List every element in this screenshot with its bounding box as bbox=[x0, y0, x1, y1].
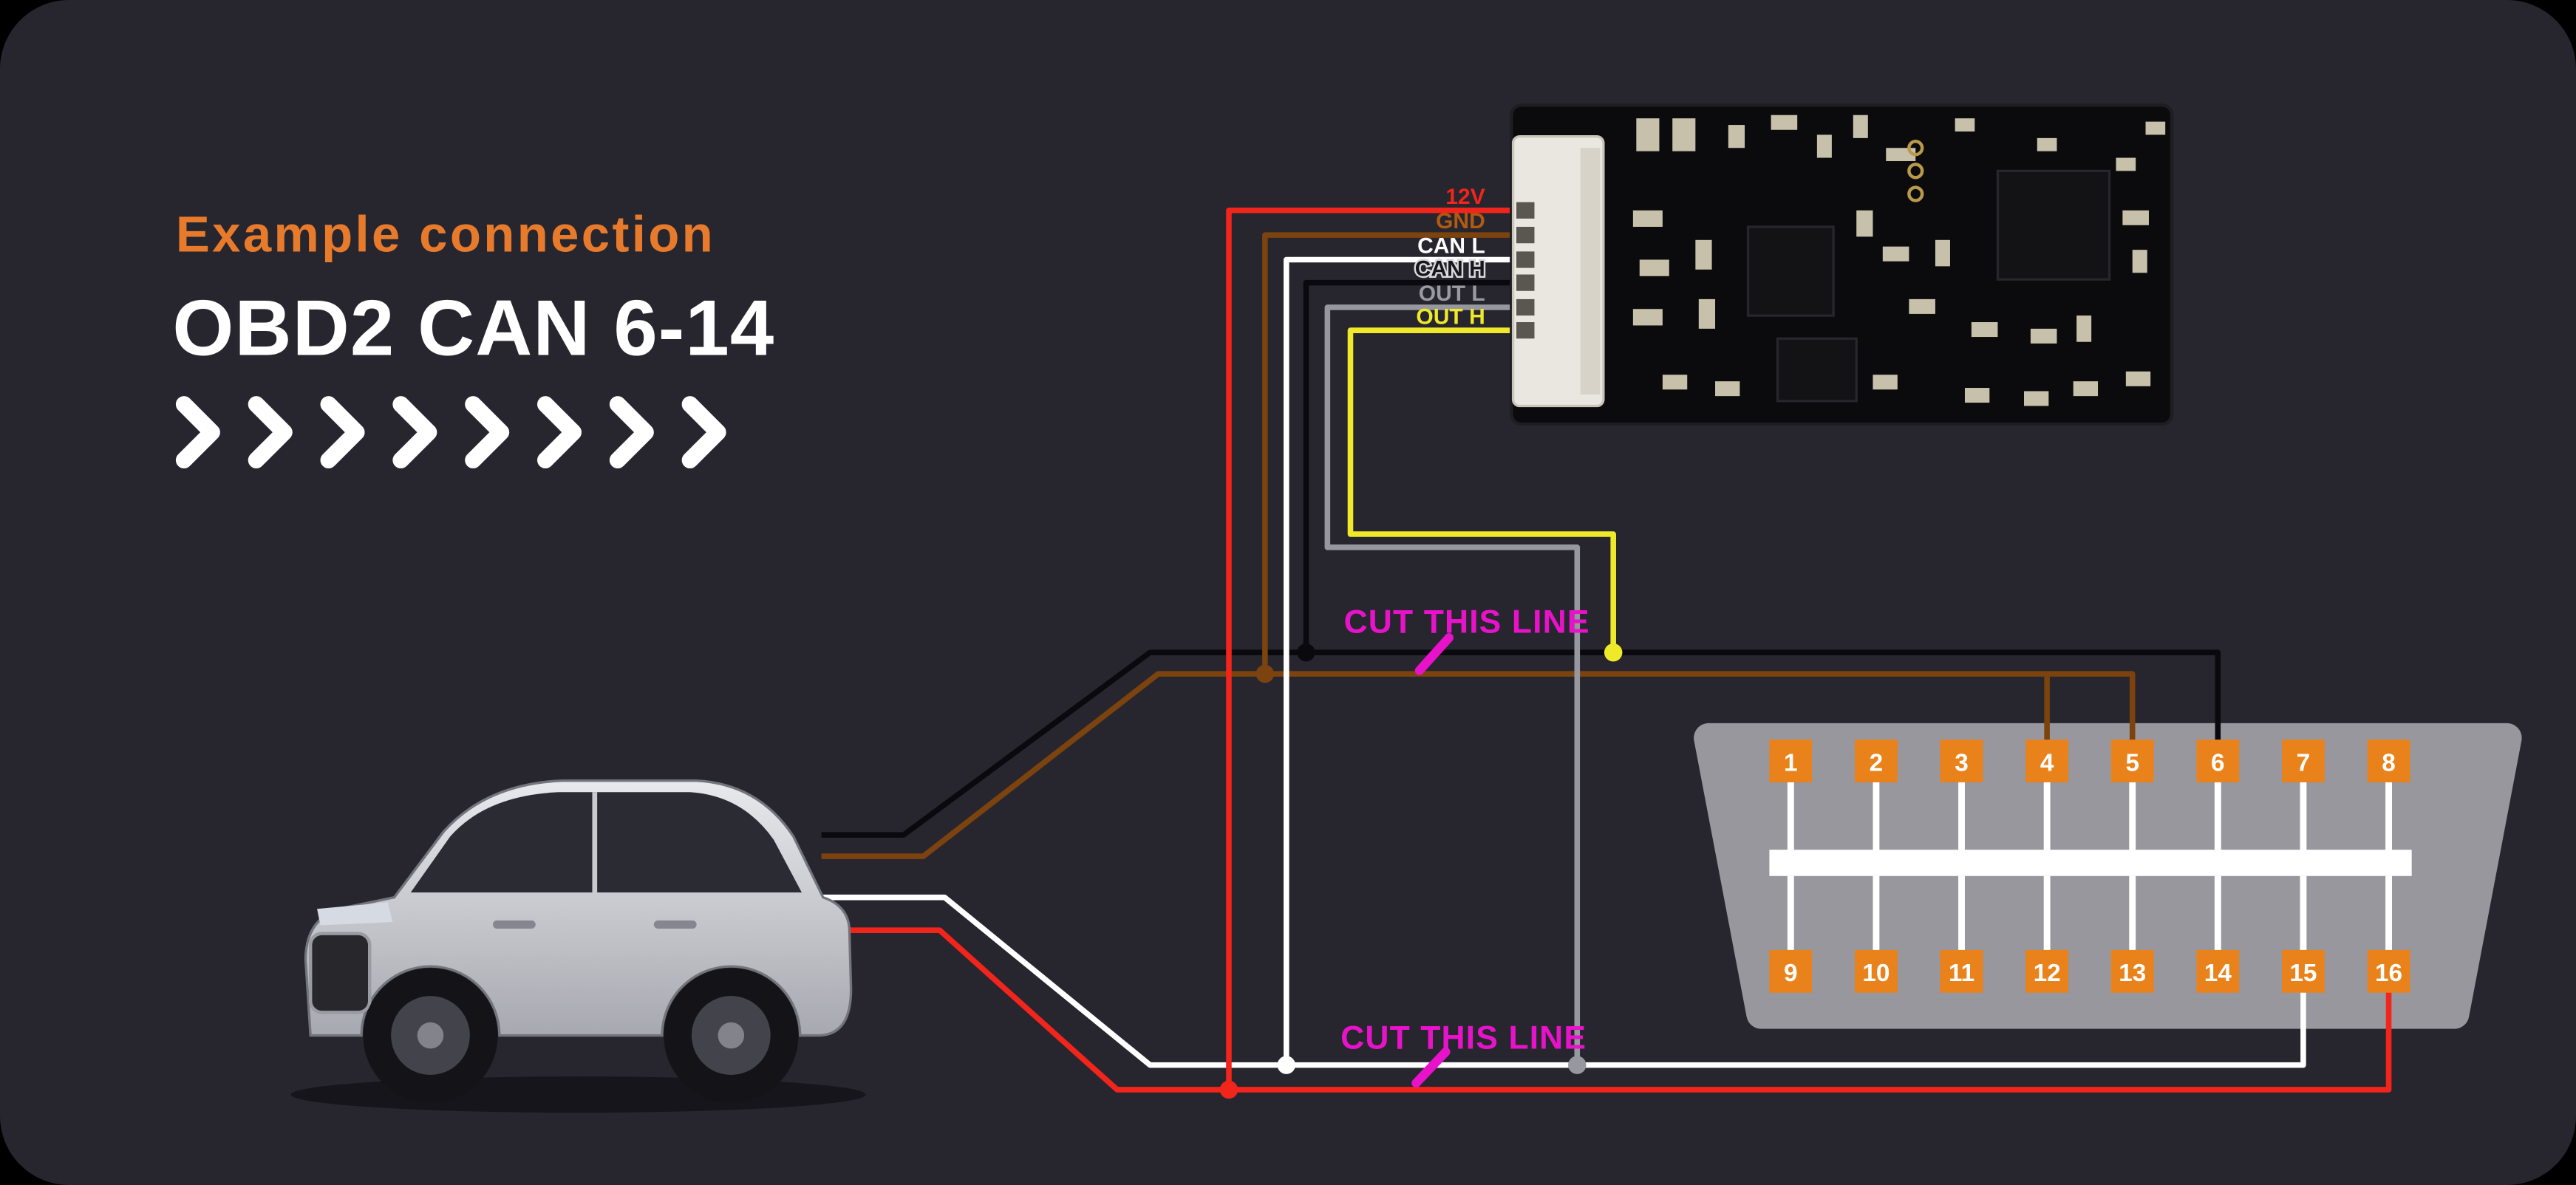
obd2-pin-9 bbox=[1769, 949, 1813, 993]
obd2-pins: 1 2 3 4 5 6 7 8 9 10 11 12 13 14 15 16 bbox=[1769, 740, 2410, 993]
obd2-connector bbox=[1694, 723, 2522, 1029]
obd2-pin-12 bbox=[2025, 949, 2069, 993]
chevron-icon bbox=[609, 396, 654, 469]
wire-can-l-bus bbox=[821, 894, 2306, 1068]
label-out-l: OUT L bbox=[1419, 281, 1485, 306]
junction-dot-12v bbox=[1219, 1080, 1238, 1099]
junction-dot-can-l bbox=[1277, 1056, 1296, 1074]
obd2-pin-16 bbox=[2367, 949, 2410, 993]
pcb-connector-edge bbox=[1580, 148, 1601, 395]
obd2-pin-15 bbox=[2282, 949, 2325, 993]
car-grille bbox=[308, 932, 372, 1014]
pcb-chip-secondary bbox=[1746, 225, 1835, 317]
chevron-icon bbox=[536, 396, 582, 469]
car-rear-hub bbox=[718, 1022, 745, 1049]
obd2-pin-8 bbox=[2367, 740, 2410, 782]
cut-mark-top bbox=[1414, 633, 1454, 675]
junction-dot-out-h bbox=[1604, 643, 1623, 662]
junction-dot-can-h bbox=[1297, 643, 1315, 662]
pcb-components bbox=[1632, 115, 2166, 406]
car-door-handle bbox=[653, 920, 697, 929]
cut-annotations: CUT THIS LINE CUT THIS LINE bbox=[1340, 604, 1590, 1088]
wire-gnd-bus bbox=[821, 671, 2136, 859]
label-out-h: OUT H bbox=[1416, 304, 1485, 329]
obd2-pin-12-number: 12 bbox=[2034, 960, 2061, 987]
wires bbox=[821, 207, 2392, 1093]
obd2-pin-5 bbox=[2110, 740, 2154, 782]
label-can-l: CAN L bbox=[1417, 234, 1485, 259]
wire-out-h bbox=[1347, 327, 1616, 653]
car-windows bbox=[410, 792, 802, 893]
obd2-pin-3 bbox=[1940, 740, 1983, 782]
wire-can-h-bus bbox=[821, 649, 2221, 838]
pcb-chip-small bbox=[1776, 337, 1858, 403]
obd2-pin-14 bbox=[2196, 949, 2240, 993]
obd2-pin-4 bbox=[2025, 740, 2069, 782]
obd2-pin-3-number: 3 bbox=[1955, 749, 1969, 776]
obd2-pin-11-number: 11 bbox=[1949, 960, 1974, 987]
wire-can-h bbox=[1303, 279, 1519, 653]
page-title: OBD2 CAN 6-14 bbox=[172, 284, 774, 372]
chevron-icon bbox=[175, 396, 220, 469]
chevron-icon bbox=[392, 396, 437, 469]
wire-12v-bus bbox=[821, 927, 2392, 1093]
label-12v: 12V bbox=[1445, 185, 1485, 209]
car-headlight bbox=[317, 902, 393, 926]
obd2-pin-4-number: 4 bbox=[2040, 749, 2054, 776]
junction-dot-out-l bbox=[1568, 1056, 1587, 1074]
obd2-pin-6 bbox=[2196, 740, 2240, 782]
obd2-pin-11 bbox=[1940, 949, 1983, 993]
obd2-pin-6-number: 6 bbox=[2211, 749, 2225, 776]
label-can-h: CAN H bbox=[1415, 257, 1485, 281]
obd2-pin-1 bbox=[1769, 740, 1813, 782]
chevron-icon bbox=[248, 396, 293, 469]
obd2-pin-7-number: 7 bbox=[2297, 749, 2311, 776]
obd2-pin-2 bbox=[1855, 740, 1898, 782]
pcb-module bbox=[1510, 103, 2174, 426]
car-front-hub bbox=[417, 1022, 444, 1049]
cut-mark-bottom bbox=[1411, 1047, 1451, 1088]
label-gnd: GND bbox=[1436, 209, 1485, 233]
obd2-pin-10 bbox=[1855, 949, 1898, 993]
obd2-pin-2-number: 2 bbox=[1870, 749, 1884, 776]
obd2-center-bar bbox=[1769, 850, 2412, 876]
wire-gnd bbox=[1262, 232, 1519, 675]
obd2-pin-stubs bbox=[1787, 779, 2392, 952]
obd2-pin-13-number: 13 bbox=[2119, 960, 2146, 987]
junction-dots bbox=[1219, 643, 1623, 1099]
obd2-pin-16-number: 16 bbox=[2375, 960, 2402, 987]
chevron-icon bbox=[465, 396, 510, 469]
car-door-handle bbox=[492, 920, 536, 929]
cut-label-bottom: CUT THIS LINE bbox=[1340, 1020, 1587, 1056]
chevron-icon bbox=[320, 396, 365, 469]
header-eyebrow: Example connection bbox=[176, 205, 715, 262]
module-pin-labels: 12V GND CAN L CAN H OUT L OUT H bbox=[1413, 185, 1487, 329]
cut-label-top: CUT THIS LINE bbox=[1344, 604, 1590, 640]
obd2-pin-8-number: 8 bbox=[2382, 749, 2396, 776]
obd2-pin-9-number: 9 bbox=[1784, 960, 1798, 987]
junction-dot-gnd bbox=[1255, 664, 1275, 683]
obd2-pin-13 bbox=[2110, 949, 2154, 993]
chevron-icon bbox=[681, 396, 726, 469]
obd2-pin-7 bbox=[2282, 740, 2325, 782]
chevron-arrows bbox=[175, 396, 726, 469]
obd2-pin-10-number: 10 bbox=[1862, 960, 1890, 987]
pcb-connector-pins bbox=[1516, 202, 1535, 339]
wire-out-l bbox=[1324, 304, 1581, 1065]
car-illustration bbox=[290, 779, 866, 1113]
pcb-chip-main bbox=[1996, 169, 2111, 281]
obd2-pin-14-number: 14 bbox=[2204, 960, 2232, 987]
obd2-pin-15-number: 15 bbox=[2289, 960, 2317, 987]
wire-12v bbox=[1226, 207, 1519, 1090]
obd2-pin-5-number: 5 bbox=[2125, 749, 2139, 776]
obd2-pin-1-number: 1 bbox=[1784, 749, 1798, 776]
wire-can-l bbox=[1283, 256, 1519, 1065]
